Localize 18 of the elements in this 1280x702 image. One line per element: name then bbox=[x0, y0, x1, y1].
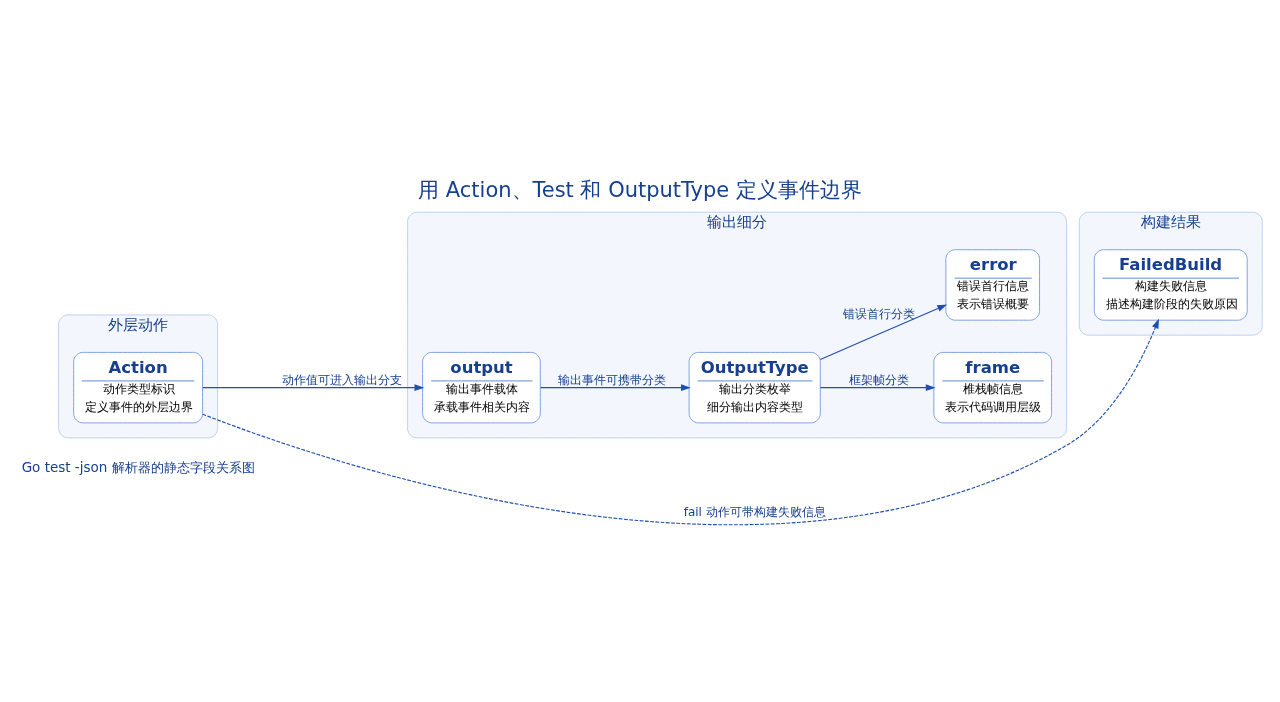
node-box: output 输出事件载体 承载事件相关内容 bbox=[422, 351, 541, 424]
edge-label: 动作值可进入输出分支 bbox=[282, 372, 403, 387]
node-box: error 错误首行信息 表示错误概要 bbox=[945, 249, 1041, 321]
arrow bbox=[539, 384, 691, 392]
arrow bbox=[202, 384, 425, 392]
node-box: OutputType 输出分类枚举 细分输出内容类型 bbox=[688, 351, 821, 424]
label: Go test -json 解析器的静态字段关系图 bbox=[21, 458, 255, 475]
node-box: FailedBuild 构建失败信息 描述构建阶段的失败原因 bbox=[1093, 249, 1248, 321]
arrow bbox=[819, 304, 948, 360]
edge-label: fail 动作可带构建失败信息 bbox=[683, 505, 826, 520]
edge-label: 框架帧分类 bbox=[849, 372, 910, 387]
diagram-title: 用 Action、Test 和 OutputType 定义事件边界 bbox=[418, 177, 862, 202]
arrow bbox=[819, 384, 936, 392]
node-box: frame 椎栈帧信息 表示代码调用层级 bbox=[933, 351, 1053, 424]
edge-label: 错误首行分类 bbox=[843, 306, 916, 321]
arrow bbox=[202, 318, 1159, 526]
node-box: Action 动作类型标识 定义事件的外层边界 bbox=[73, 351, 204, 424]
edge-label: 输出事件可携带分类 bbox=[558, 372, 667, 387]
